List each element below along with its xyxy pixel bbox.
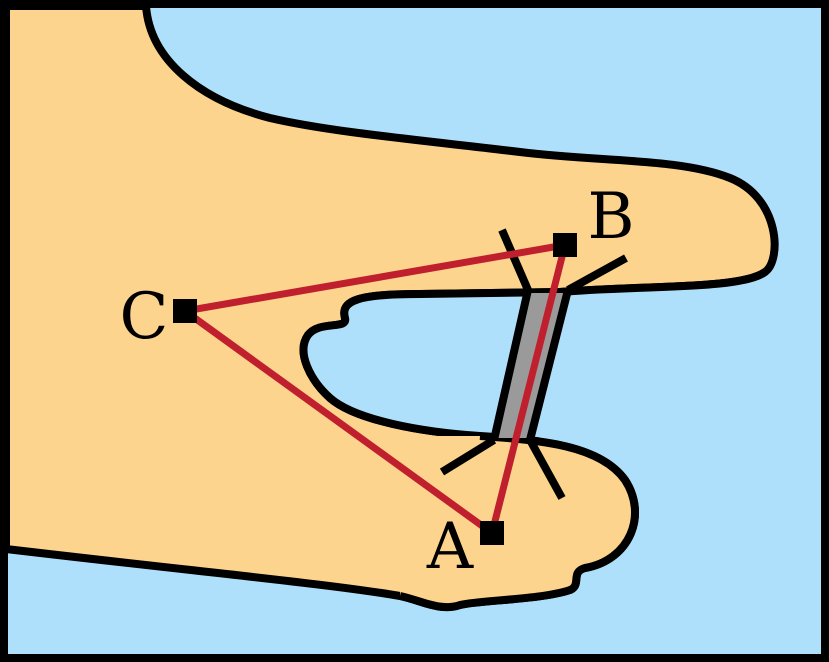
routes-layer [181,241,569,537]
point-label-c: C [120,280,169,354]
points-layer: A B C [120,180,635,584]
route-a-b [488,241,569,537]
inlet-shore [299,290,484,440]
point-marker-a [480,521,504,545]
bridge-structure [439,228,628,500]
route-c-b [181,241,569,315]
point-marker-b [553,233,577,257]
lower-shore [399,432,639,612]
route-c-a [181,307,496,537]
upper-shore-lower-edge [419,268,768,298]
inlet-water-right [540,280,829,470]
point-marker-c [173,299,197,323]
point-label-b: B [587,180,634,254]
lower-landmass-cap [400,436,636,608]
point-label-a: A [426,510,474,584]
